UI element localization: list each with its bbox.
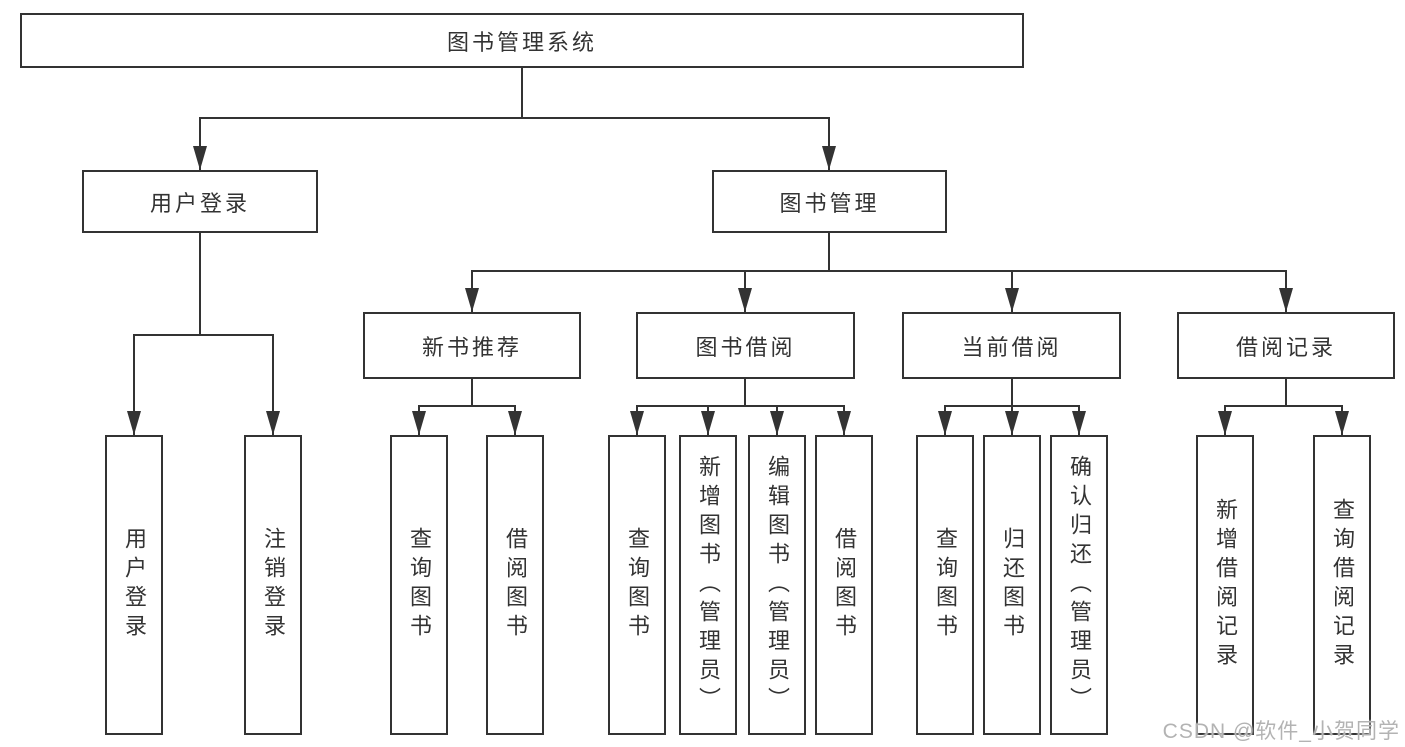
node-label: 用户登录 — [122, 527, 147, 643]
leaf-add-borrow-record: 新增借阅记录 — [1196, 435, 1254, 735]
node-label: 图书管理系统 — [446, 29, 597, 55]
leaf-confirm-return-admin: 确认归还（管理员） — [1050, 435, 1108, 735]
node-label: 借阅记录 — [1235, 334, 1336, 360]
node-label: 图书借阅 — [695, 334, 796, 360]
node-label: 当前借阅 — [961, 334, 1062, 360]
node-label: 图书管理 — [779, 190, 880, 216]
node-borrow-records: 借阅记录 — [1177, 312, 1395, 379]
leaf-logout: 注销登录 — [244, 435, 302, 735]
node-label: 查询图书 — [407, 527, 432, 643]
node-book-management: 图书管理 — [712, 170, 947, 233]
node-label: 新增图书（管理员） — [696, 454, 721, 716]
leaf-query-borrow-record: 查询借阅记录 — [1313, 435, 1371, 735]
node-label: 查询图书 — [933, 527, 958, 643]
node-label: 借阅图书 — [832, 527, 857, 643]
node-label: 归还图书 — [1000, 527, 1025, 643]
leaf-query-books-recommend: 查询图书 — [390, 435, 448, 735]
node-label: 注销登录 — [261, 527, 286, 643]
node-book-borrow: 图书借阅 — [636, 312, 855, 379]
leaf-return-book: 归还图书 — [983, 435, 1041, 735]
node-label: 新增借阅记录 — [1213, 498, 1238, 672]
node-label: 用户登录 — [149, 190, 250, 216]
node-label: 查询借阅记录 — [1330, 498, 1355, 672]
node-current-borrow: 当前借阅 — [902, 312, 1121, 379]
node-new-book-recommend: 新书推荐 — [363, 312, 581, 379]
leaf-borrow-books: 借阅图书 — [815, 435, 873, 735]
node-root: 图书管理系统 — [20, 13, 1024, 68]
leaf-user-login: 用户登录 — [105, 435, 163, 735]
leaf-query-books-borrow: 查询图书 — [608, 435, 666, 735]
leaf-add-book-admin: 新增图书（管理员） — [679, 435, 737, 735]
node-label: 确认归还（管理员） — [1067, 454, 1092, 716]
node-label: 编辑图书（管理员） — [765, 454, 790, 716]
node-label: 查询图书 — [625, 527, 650, 643]
leaf-edit-book-admin: 编辑图书（管理员） — [748, 435, 806, 735]
csdn-watermark: CSDN @软件_小贺同学 — [1162, 720, 1400, 743]
node-user-login: 用户登录 — [82, 170, 318, 233]
node-label: 新书推荐 — [421, 334, 522, 360]
leaf-query-books-current: 查询图书 — [916, 435, 974, 735]
leaf-borrow-books-recommend: 借阅图书 — [486, 435, 544, 735]
node-label: 借阅图书 — [503, 527, 528, 643]
